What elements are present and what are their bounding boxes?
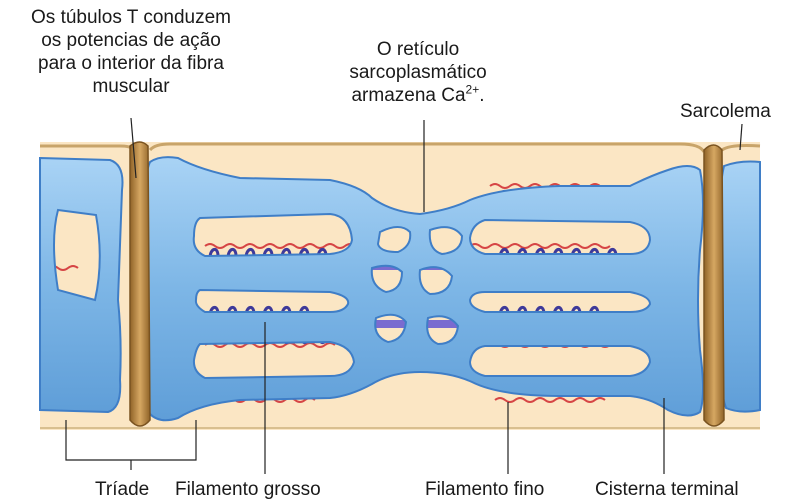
t-tubule-left [130,142,150,426]
sr-label-suffix: . [479,85,484,106]
t-tubules-label-line: os potencias de ação [0,29,262,52]
sarcoplasmic-reticulum-label: O retículo sarcoplasmático armazena Ca2+… [318,38,518,107]
cisterna-terminal-label: Cisterna terminal [595,478,739,501]
t-tubule-right [704,145,724,426]
sr-label-prefix: armazena Ca [351,85,465,106]
triade-label: Tríade [95,478,149,501]
sr-label-line: O retículo [318,38,518,61]
t-tubules-label-line: muscular [0,75,262,98]
sr-label-line-last: armazena Ca2+. [318,84,518,107]
sarcolema-label: Sarcolema [680,100,771,123]
right-sarcoplasmic-reticulum [719,162,760,412]
t-tubules-label-line: para o interior da fibra [0,52,262,75]
filamento-fino-label: Filamento fino [425,478,544,501]
filamento-grosso-label: Filamento grosso [175,478,321,501]
t-tubules-label: Os túbulos T conduzem os potencias de aç… [0,6,262,98]
sr-label-line: sarcoplasmático [318,61,518,84]
t-tubules-label-line: Os túbulos T conduzem [0,6,262,29]
sr-label-superscript: 2+ [466,83,480,97]
